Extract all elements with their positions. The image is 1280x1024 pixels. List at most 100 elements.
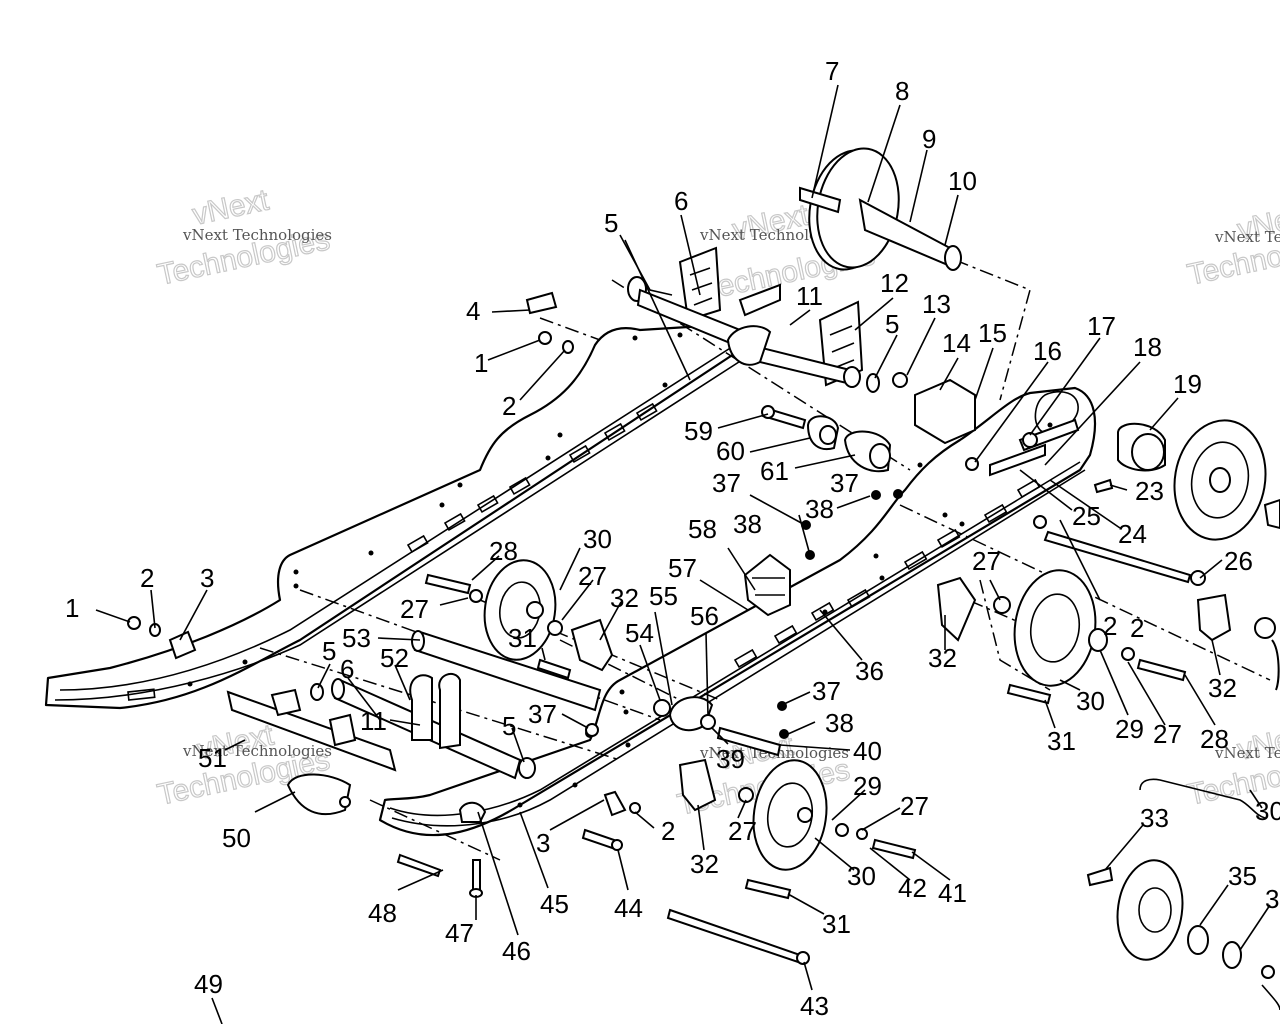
- callout-30: 30: [1255, 796, 1280, 826]
- callout-28: 28: [1200, 724, 1229, 754]
- callout-27: 27: [728, 816, 757, 846]
- bracket-32: [570, 618, 614, 672]
- front-arm-assembly: [627, 246, 864, 388]
- callout-49: 49: [194, 969, 223, 999]
- top-idler-wheel: [799, 147, 962, 271]
- callout-33: 33: [1140, 803, 1169, 833]
- callout-60: 60: [716, 436, 745, 466]
- callout-5: 5: [322, 636, 336, 666]
- center-pivot: [585, 696, 789, 757]
- callout-37: 37: [812, 676, 841, 706]
- callout-16: 16: [1033, 336, 1062, 366]
- callout-4: 4: [466, 296, 480, 326]
- callout-32: 32: [690, 849, 719, 879]
- callout-37: 37: [830, 468, 859, 498]
- decal-4: [525, 291, 558, 315]
- callout-6: 6: [340, 654, 354, 684]
- callout-29: 29: [1115, 714, 1144, 744]
- right-rail-holes: [517, 422, 1053, 808]
- callout-7: 7: [825, 56, 839, 86]
- callout-19: 19: [1173, 369, 1202, 399]
- callout-35: 35: [1228, 861, 1257, 891]
- callout-52: 52: [380, 643, 409, 673]
- watermark-small: vNext Technologies: [182, 742, 332, 760]
- callout-58: 58: [688, 514, 717, 544]
- callout-26: 26: [1224, 546, 1253, 576]
- callout-57: 57: [668, 553, 697, 583]
- callout-47: 47: [445, 918, 474, 948]
- callout-46: 46: [502, 936, 531, 966]
- wheel-kit-bracket: [1116, 778, 1280, 1011]
- leader-lines: [95, 84, 1271, 1024]
- right-rail-slots: [733, 478, 1041, 669]
- rail-cap: [286, 773, 487, 898]
- callout-37: 37: [712, 468, 741, 498]
- callout-23: 23: [1135, 476, 1164, 506]
- callout-36: 36: [855, 656, 884, 686]
- callout-1: 1: [65, 593, 79, 623]
- callout-44: 44: [614, 893, 643, 923]
- callout-59: 59: [684, 416, 713, 446]
- callout-32: 32: [928, 643, 957, 673]
- callout-2: 2: [661, 816, 675, 846]
- callout-28: 28: [489, 536, 518, 566]
- callout-27: 27: [900, 791, 929, 821]
- callout-50: 50: [222, 823, 251, 853]
- callout-56: 56: [690, 601, 719, 631]
- callout-2: 2: [1130, 613, 1144, 643]
- callout-5: 5: [502, 711, 516, 741]
- rear-right-components: [866, 372, 1280, 541]
- callout-18: 18: [1133, 332, 1162, 362]
- callout-1: 1: [474, 348, 488, 378]
- callout-15: 15: [978, 318, 1007, 348]
- callout-31: 31: [1047, 726, 1076, 756]
- callout-29: 29: [853, 771, 882, 801]
- callout-51: 51: [198, 743, 227, 773]
- watermark-small: vNext Technologies: [1214, 744, 1280, 762]
- callout-30: 30: [847, 861, 876, 891]
- callout-41: 41: [938, 878, 967, 908]
- callout-38: 38: [825, 708, 854, 738]
- callout-17: 17: [1087, 311, 1116, 341]
- callout-11: 11: [796, 281, 823, 311]
- left-rail: [44, 323, 743, 710]
- callout-53: 53: [342, 623, 371, 653]
- block-14: [914, 378, 976, 445]
- callout-38: 38: [805, 494, 834, 524]
- callout-39: 39: [716, 744, 745, 774]
- callout-2: 2: [502, 391, 516, 421]
- bracket-32: [678, 758, 717, 812]
- callout-31: 31: [822, 909, 851, 939]
- callout-27: 27: [1153, 719, 1182, 749]
- small-hardware: [127, 291, 1114, 887]
- rear-cross-shafts: [310, 630, 602, 780]
- callout-30: 30: [583, 524, 612, 554]
- callout-5: 5: [885, 309, 899, 339]
- callout-numbers: 7 8 9 10 6 5 4 1 2 11 12 5 13 14 15 16 1…: [65, 56, 1280, 1021]
- callout-30: 30: [1076, 686, 1105, 716]
- callout-42: 42: [898, 873, 927, 903]
- callout-5: 5: [604, 208, 618, 238]
- callout-2: 2: [140, 563, 154, 593]
- callout-24: 24: [1118, 519, 1147, 549]
- callout-40: 40: [853, 736, 882, 766]
- left-rail-slots: [406, 402, 658, 554]
- callout-12: 12: [880, 268, 909, 298]
- callout-14: 14: [942, 328, 971, 358]
- callout-3: 3: [536, 828, 550, 858]
- center-components: [743, 405, 903, 617]
- watermark-big-top: vNext: [190, 183, 273, 231]
- callout-11: 11: [360, 706, 387, 736]
- callout-31: 31: [508, 623, 537, 653]
- watermark-small: vNext Technologies: [182, 226, 332, 244]
- callout-61: 61: [760, 456, 789, 486]
- watermark-small: vNext Technologies: [1214, 228, 1280, 246]
- callout-38: 38: [733, 509, 762, 539]
- callout-9: 9: [922, 124, 936, 154]
- bracket-32: [936, 576, 977, 642]
- callout-3: 3: [1265, 884, 1279, 914]
- callout-27: 27: [578, 561, 607, 591]
- callout-27: 27: [972, 546, 1001, 576]
- callout-2: 2: [1103, 611, 1117, 641]
